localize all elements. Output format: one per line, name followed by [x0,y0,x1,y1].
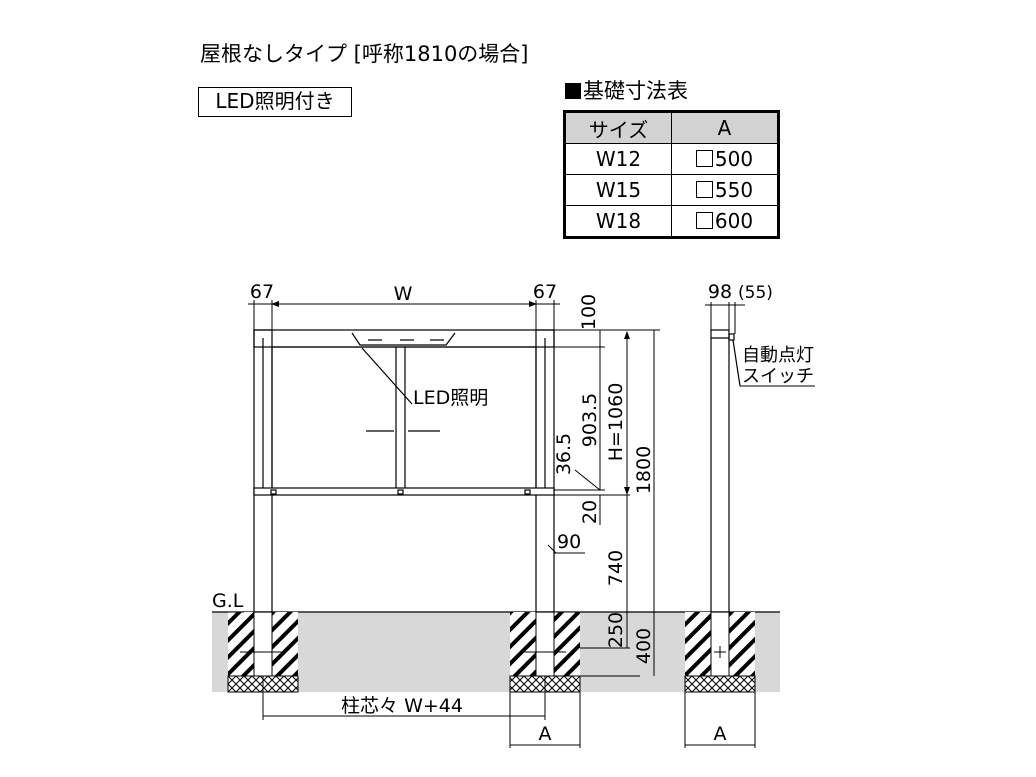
dim-250: 250 [605,612,627,648]
cell-a-value: 600 [714,209,754,233]
header-size: サイズ [564,111,672,144]
cell-size: W18 [564,205,672,238]
dimension-lines [212,300,815,748]
led-option-box: LED照明付き [198,87,352,117]
led-light-fixture [351,332,456,432]
table-row: W15 550 [564,174,779,206]
dim-903-5: 903.5 [579,393,601,447]
page-title: 屋根なしタイプ [呼称1810の場合] [200,42,529,66]
cell-a: 550 [671,174,779,206]
auto-switch-label-1: 自動点灯 [742,345,814,366]
dim-100: 100 [578,294,600,330]
square-symbol-icon [695,212,713,229]
cell-a-value: 500 [714,147,754,171]
dim-h1060: H=1060 [605,383,627,462]
dim-a-side: A [714,723,727,745]
auto-switch-label-2: スイッチ [742,366,814,387]
cell-a-value: 550 [714,178,754,202]
square-bullet-icon [565,83,581,99]
dim-36-5: 36.5 [553,433,575,475]
square-symbol-icon [695,181,713,198]
table-title-text: 基礎寸法表 [583,79,688,103]
dim-67-left: 67 [250,281,274,303]
dim-55: (55) [738,283,773,303]
dim-1800: 1800 [633,446,655,494]
foundation-right [509,611,581,693]
gl-label: G.L [212,590,244,612]
dim-400: 400 [633,628,655,664]
dim-67-right: 67 [533,281,557,303]
table-row: W18 600 [564,205,779,238]
cell-a: 600 [671,205,779,238]
dim-20: 20 [579,500,601,524]
dim-740: 740 [605,550,627,586]
foundation-side [684,611,756,693]
pitch-label: 柱芯々 W+44 [341,695,463,717]
post-left [253,329,273,613]
table-title: 基礎寸法表 [565,75,688,105]
header-a: A [671,111,779,144]
square-symbol-icon [695,150,713,167]
dim-98: 98 [708,281,732,303]
post-right [535,329,555,613]
table-header-row: サイズ A [564,111,779,144]
dim-90: 90 [557,531,581,553]
foundation-left [227,611,299,693]
foundation-table: サイズ A W12 500 W15 550 W18 600 [563,110,780,239]
dim-w: W [394,283,413,305]
dim-a-front: A [539,723,552,745]
frame [253,329,555,496]
side-post [710,329,741,613]
led-light-label: LED照明 [413,387,488,409]
